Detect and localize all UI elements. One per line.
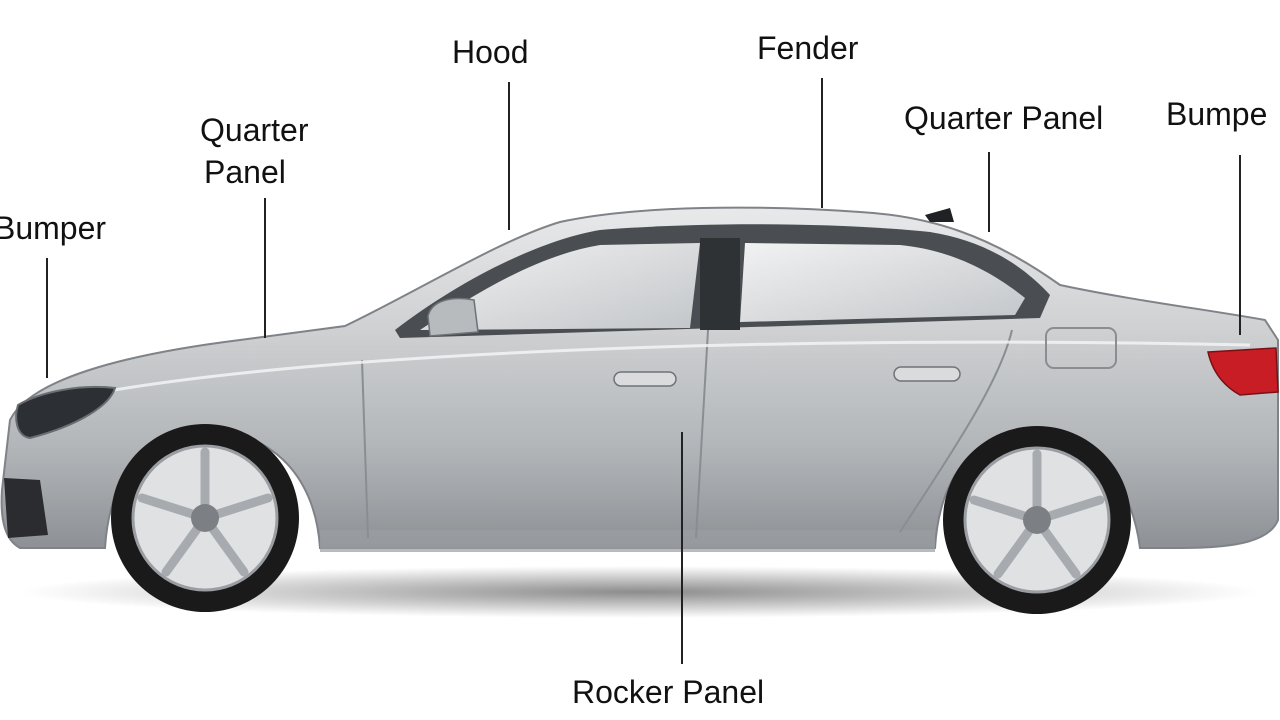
front-window — [420, 243, 700, 330]
front-wheel — [111, 424, 299, 612]
rocker-panel-leader-line — [681, 432, 683, 664]
hood-label: Hood — [452, 34, 529, 70]
rocker-panel-label: Rocker Panel — [572, 674, 765, 710]
ground-shadow — [20, 566, 1260, 618]
shoulder-line — [59, 340, 1251, 402]
bumper-right-leader-line — [1239, 155, 1241, 335]
rear-door-handle — [893, 366, 961, 382]
side-mirror — [427, 297, 479, 337]
quarter-panel-right-label: Quarter Panel — [904, 100, 1104, 136]
quarter-panel-left-leader-line — [264, 198, 266, 338]
center-door-seam — [695, 329, 709, 539]
bumper-left-label: Bumper — [0, 210, 107, 246]
fuel-door — [1045, 327, 1117, 369]
hood-leader-line — [508, 82, 510, 230]
bumper-left-leader-line — [46, 258, 48, 378]
taillight — [1207, 347, 1279, 396]
front-intake — [4, 478, 48, 538]
rear-window — [740, 243, 1025, 322]
quarter-panel-left-label-line1: Quarter — [200, 112, 309, 148]
quarter-panel-left-label-line2: Panel — [204, 154, 286, 190]
front-door-handle — [613, 371, 677, 387]
quarter-panel-right-leader-line — [988, 152, 990, 232]
rear-wheel — [943, 426, 1131, 614]
rear-door-seam — [899, 329, 1013, 533]
antenna — [925, 208, 954, 222]
fender-leader-line — [821, 78, 823, 208]
fender-label: Fender — [757, 30, 859, 66]
front-door-seam — [361, 359, 369, 539]
headlight — [15, 385, 117, 440]
b-pillar — [700, 238, 740, 330]
bumper-right-label: Bumpe — [1166, 96, 1268, 132]
rocker-panel-shape — [320, 530, 935, 552]
